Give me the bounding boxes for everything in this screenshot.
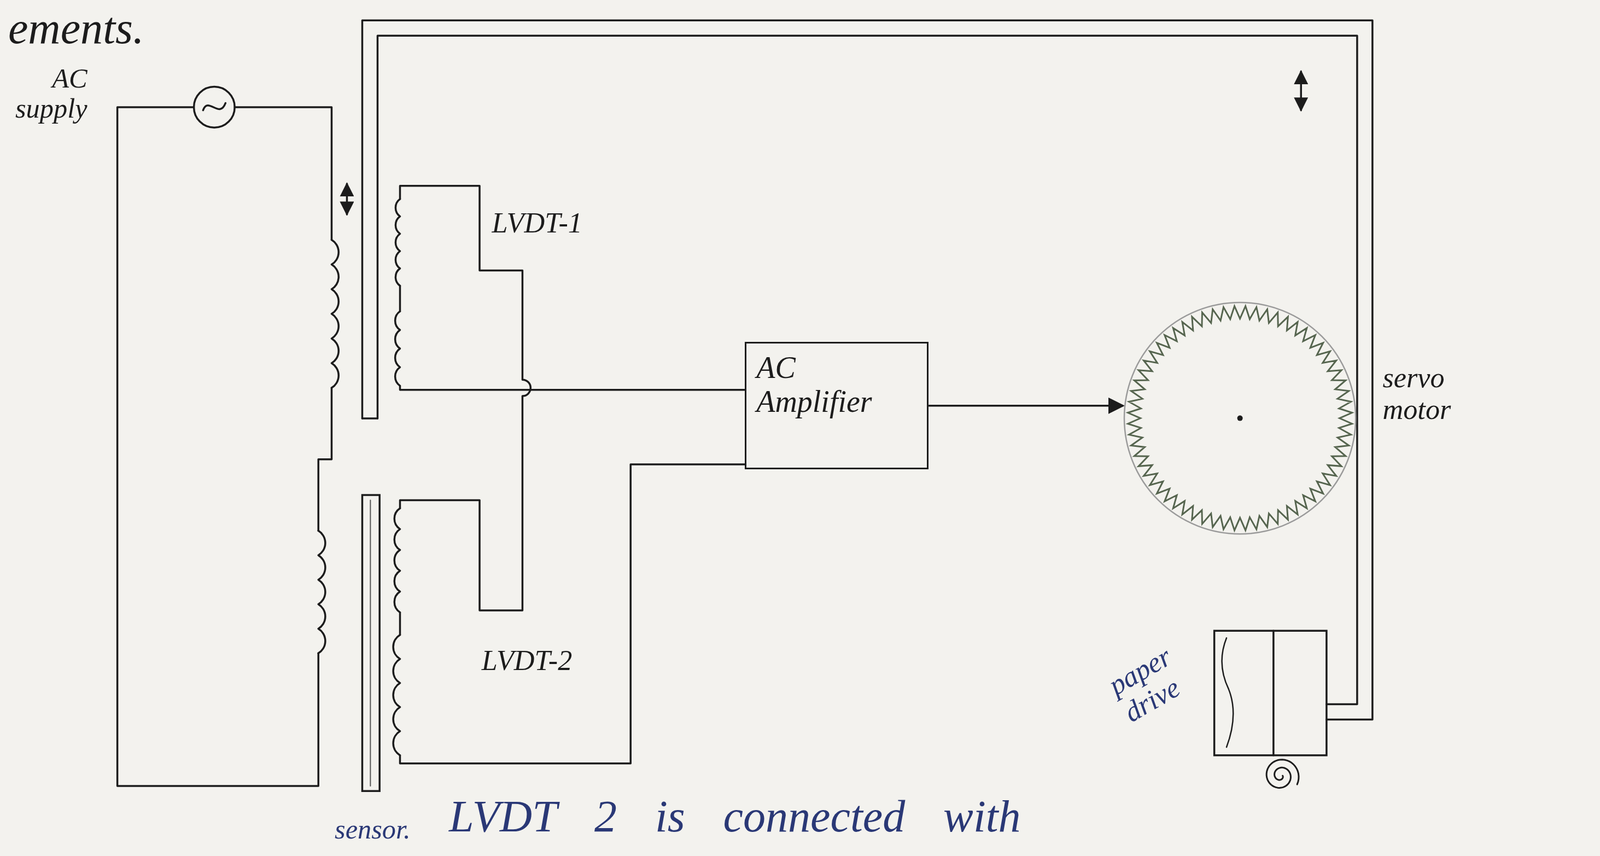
part-label: sensor. <box>334 814 411 845</box>
paper-drive-box <box>1214 630 1327 756</box>
signal-arrow <box>928 404 1124 407</box>
secondary-coil <box>393 634 400 756</box>
ac-source-symbol <box>194 86 236 128</box>
motor-shaft <box>1236 415 1243 422</box>
amplifier-input-wire <box>400 464 746 764</box>
sensor-rod-line <box>369 499 371 786</box>
mechanical-link <box>377 35 1357 704</box>
secondary-coil <box>395 311 401 386</box>
box-label: AC Amplifier <box>756 351 872 419</box>
paper-edge <box>1222 637 1234 747</box>
heading-fragment: ements. <box>8 3 145 54</box>
secondary-coil <box>395 199 400 286</box>
coil-junction <box>399 285 402 312</box>
motion-arrow <box>1299 71 1302 111</box>
part-label: LVDT-2 <box>481 644 572 676</box>
lvdt-wire <box>400 185 531 611</box>
amplifier-box: AC Amplifier <box>744 341 929 470</box>
motion-arrow <box>346 183 349 215</box>
mechanical-link <box>361 20 1372 720</box>
part-label: LVDT-1 <box>491 207 582 239</box>
note-text: LVDT 2 is connected with <box>448 791 1021 842</box>
paper-roll <box>1266 759 1299 788</box>
secondary-coil <box>394 507 400 612</box>
return-wire <box>117 107 319 786</box>
primary-coil <box>318 530 326 653</box>
primary-coil <box>331 240 339 389</box>
tilde-symbol <box>202 102 226 110</box>
source-label: AC supply <box>15 63 88 125</box>
part-label: servo motor <box>1382 361 1452 425</box>
sensor-rod <box>361 494 380 791</box>
gear-teeth <box>1127 306 1352 531</box>
core-end <box>361 417 378 420</box>
part-label: paper drive <box>1102 640 1193 729</box>
gear-outline <box>1122 300 1358 536</box>
supply-wire <box>234 107 332 241</box>
primary-wire <box>318 387 332 531</box>
motor-rim <box>1124 302 1356 534</box>
coil-junction <box>399 612 402 635</box>
servo-motor: servo motor <box>1122 300 1358 536</box>
paper-drive-divider <box>1272 630 1275 756</box>
amplifier-input-wire <box>400 385 746 390</box>
